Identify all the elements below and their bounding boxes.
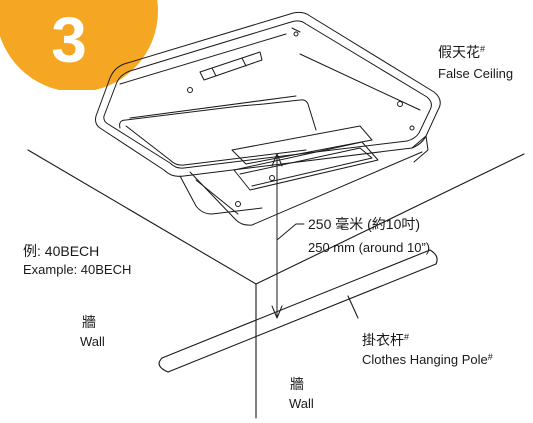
wall-bottom-label-zh: 牆 (290, 376, 304, 392)
pole-en-text: Clothes Hanging Pole (362, 352, 488, 367)
wall-left-label-zh: 牆 (82, 314, 96, 330)
wall-lines (27, 149, 525, 419)
false-ceiling-zh-text: 假天花 (438, 44, 480, 60)
pole-en-mark: # (487, 352, 493, 362)
air-conditioner-unit (95, 11, 441, 226)
wall-bottom-label-en: Wall (289, 396, 314, 411)
pole-label-zh: 掛衣杆# (362, 332, 409, 348)
false-ceiling-label-en: False Ceiling (438, 66, 514, 81)
step-badge: 3 (0, 0, 158, 90)
wall-left-label-en: Wall (80, 334, 105, 349)
pole-label-en: Clothes Hanging Pole# (362, 352, 493, 368)
clothes-hanging-pole (158, 249, 438, 373)
pole-zh-text: 掛衣杆 (362, 332, 404, 348)
false-ceiling-label-zh: 假天花# (438, 44, 485, 60)
pole-zh-mark: # (404, 332, 410, 342)
example-label-zh: 例: 40BECH (23, 243, 100, 259)
step-number: 3 (51, 4, 87, 76)
distance-label-zh: 250 毫米 (約10吋) (308, 216, 421, 232)
distance-label-en: 250 mm (around 10”) (308, 240, 431, 255)
example-label-en: Example: 40BECH (23, 262, 132, 277)
false-ceiling-mark: # (480, 44, 486, 54)
